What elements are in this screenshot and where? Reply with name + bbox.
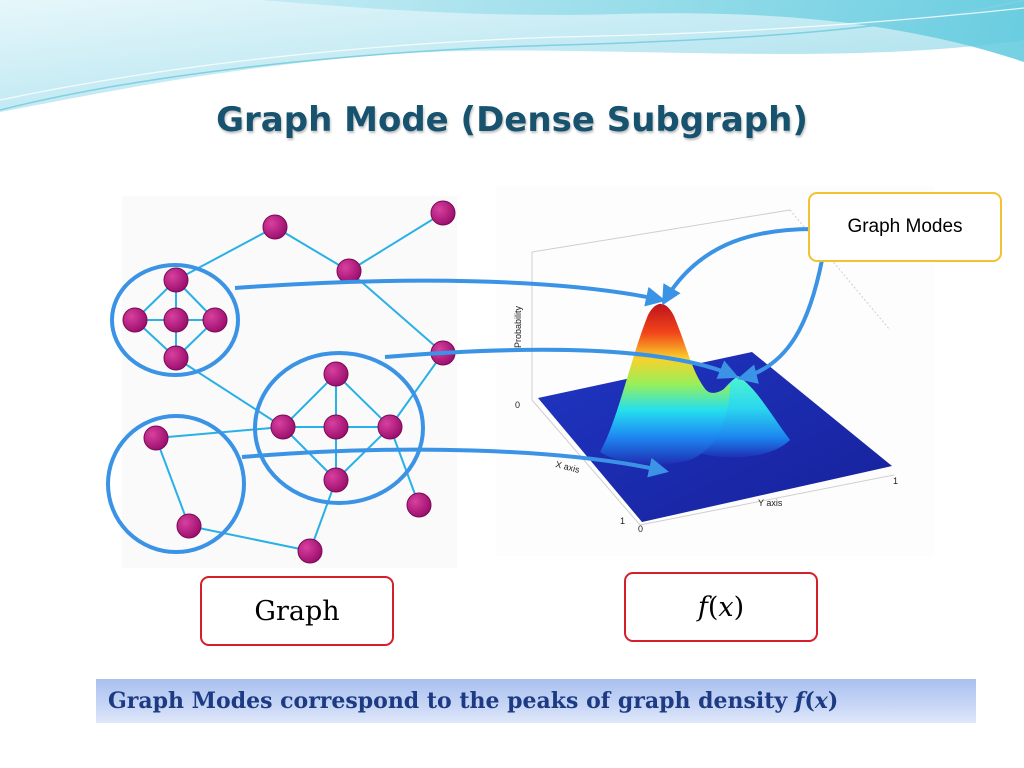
summary-bar: Graph Modes correspond to the peaks of g… [96, 679, 976, 723]
z-tick-0: 0 [515, 400, 520, 410]
y-axis-label: Y axis [758, 498, 783, 508]
graph-node [323, 361, 349, 387]
fx-caption: f(x) [697, 591, 745, 623]
cluster-circle-1 [110, 263, 240, 377]
density-peak-main [600, 303, 730, 465]
graph-node [323, 414, 349, 440]
summary-text: Graph Modes correspond to the peaks of g… [108, 688, 839, 714]
graph-modes-label: Graph Modes [847, 216, 963, 237]
y-tick-1: 1 [893, 476, 898, 486]
graph-node [297, 538, 323, 564]
arrow-cluster3-to-floor [241, 447, 669, 478]
cluster-circle-3 [106, 414, 246, 554]
plot-axes-frame [531, 209, 895, 526]
graph-caption: Graph [254, 595, 340, 627]
graph-modes-callout: Graph Modes [808, 192, 1002, 262]
graph-node [262, 214, 288, 240]
graph-node [406, 492, 432, 518]
graph-node [377, 414, 403, 440]
y-tick-0: 0 [638, 524, 643, 534]
mapping-arrows [234, 226, 824, 478]
slide-title: Graph Mode (Dense Subgraph) [216, 100, 808, 140]
arrow-cluster2-to-peak2 [384, 347, 739, 379]
graph-node [336, 258, 362, 284]
arrow-callout-to-peak2 [737, 259, 824, 384]
graph-caption-box: Graph [200, 576, 394, 646]
z-axis-label: Probability [513, 305, 523, 348]
cluster-circles [106, 263, 425, 554]
fx-caption-box: f(x) [624, 572, 818, 642]
summary-x: x [814, 688, 828, 714]
header-waves [0, 0, 1024, 112]
graph-node [323, 467, 349, 493]
graph-node [270, 414, 296, 440]
graph-node [143, 425, 169, 451]
graph-node [163, 345, 189, 371]
fx-caption-x: x [718, 591, 734, 623]
arrow-cluster1-to-peak [234, 278, 666, 307]
summary-text-main: Graph Modes correspond to the peaks of g… [108, 688, 795, 714]
graph-panel [122, 196, 457, 568]
cluster-circle-2 [253, 351, 425, 505]
fx-caption-f: f [697, 591, 708, 623]
graph-node [163, 307, 189, 333]
arrow-callout-to-peak [661, 226, 821, 306]
graph-node [176, 513, 202, 539]
graph-node [202, 307, 228, 333]
graph-node [430, 200, 456, 226]
summary-f: f [794, 688, 805, 714]
graph-nodes [122, 200, 456, 564]
graph-node [163, 267, 189, 293]
x-tick-1: 1 [620, 516, 625, 526]
graph-node [122, 307, 148, 333]
